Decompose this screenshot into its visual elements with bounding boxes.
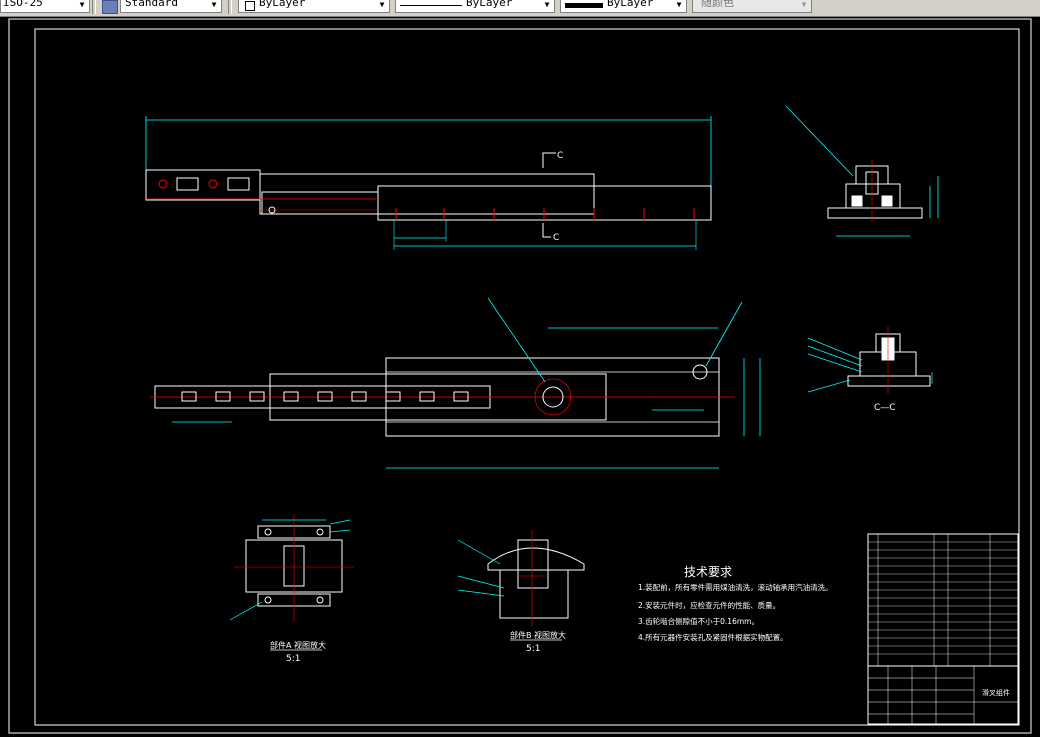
chevron-down-icon: ▼ — [676, 0, 682, 9]
lineweight-select[interactable]: ByLayer ▼ — [560, 0, 687, 13]
lineweight-value: ByLayer — [607, 0, 654, 9]
detail-a-caption: 部件A 视图放大 — [270, 640, 326, 650]
color-swatch — [245, 1, 255, 11]
layer-color-select[interactable]: ByLayer ▼ — [238, 0, 390, 13]
sheet-outer-border — [8, 18, 1032, 734]
detail-b-caption: 部件B 视图放大 — [510, 630, 566, 640]
linetype-select[interactable]: ByLayer ▼ — [395, 0, 555, 13]
tech-req-item: 2.安装元件时，应检查元件的性能、质量。 — [638, 600, 780, 610]
parts-list — [867, 533, 1019, 667]
detail-b-scale: 5:1 — [526, 644, 540, 654]
linetype-value: ByLayer — [466, 0, 513, 9]
toolbar-separator — [92, 0, 96, 14]
chevron-down-icon: ▼ — [211, 0, 217, 9]
plan-view — [150, 297, 761, 469]
title-block — [867, 665, 1019, 725]
section-view — [807, 326, 933, 394]
detail-a — [229, 514, 354, 622]
section-marker-bottom: C — [553, 233, 559, 243]
tech-req-title: 技术要求 — [684, 565, 732, 579]
section-label: C—C — [874, 403, 896, 413]
drawing-canvas[interactable]: C C — [0, 16, 1040, 737]
chevron-down-icon: ▼ — [544, 0, 550, 9]
dimstyle-value: ISO-25 — [3, 0, 43, 9]
chevron-down-icon: ▼ — [379, 0, 385, 9]
tech-req-item: 1.装配前，所有零件需用煤油清洗，滚动轴承用汽油清洗。 — [638, 582, 833, 592]
toolbar-separator — [228, 0, 232, 14]
properties-toolbar: ISO-25 ▼ Standard ▼ ByLayer ▼ ByLayer ▼ … — [0, 0, 1040, 17]
tech-req-item: 3.齿轮啮合侧隙值不小于0.16mm。 — [638, 616, 759, 626]
detail-b — [457, 530, 585, 626]
section-marker-top: C — [557, 151, 563, 161]
side-view — [785, 105, 939, 237]
textstyle-select[interactable]: Standard ▼ — [120, 0, 222, 13]
plotstyle-select: 随颜色 ▼ — [692, 0, 812, 13]
lineweight-preview — [565, 3, 603, 8]
text-style-icon[interactable] — [102, 0, 118, 14]
chevron-down-icon: ▼ — [79, 0, 85, 9]
sheet-inner-border — [34, 28, 1020, 726]
chevron-down-icon: ▼ — [801, 0, 807, 9]
dimstyle-select[interactable]: ISO-25 ▼ — [0, 0, 90, 13]
textstyle-value: Standard — [125, 0, 178, 9]
title-block-name: 滑叉组件 — [982, 688, 1010, 697]
detail-a-scale: 5:1 — [286, 654, 300, 664]
tech-req-item: 4.所有元器件安装孔及紧固件根据实物配置。 — [638, 632, 788, 642]
linetype-preview — [400, 5, 462, 6]
layer-color-value: ByLayer — [259, 0, 306, 9]
front-view — [145, 116, 712, 250]
plotstyle-value: 随颜色 — [701, 0, 734, 9]
